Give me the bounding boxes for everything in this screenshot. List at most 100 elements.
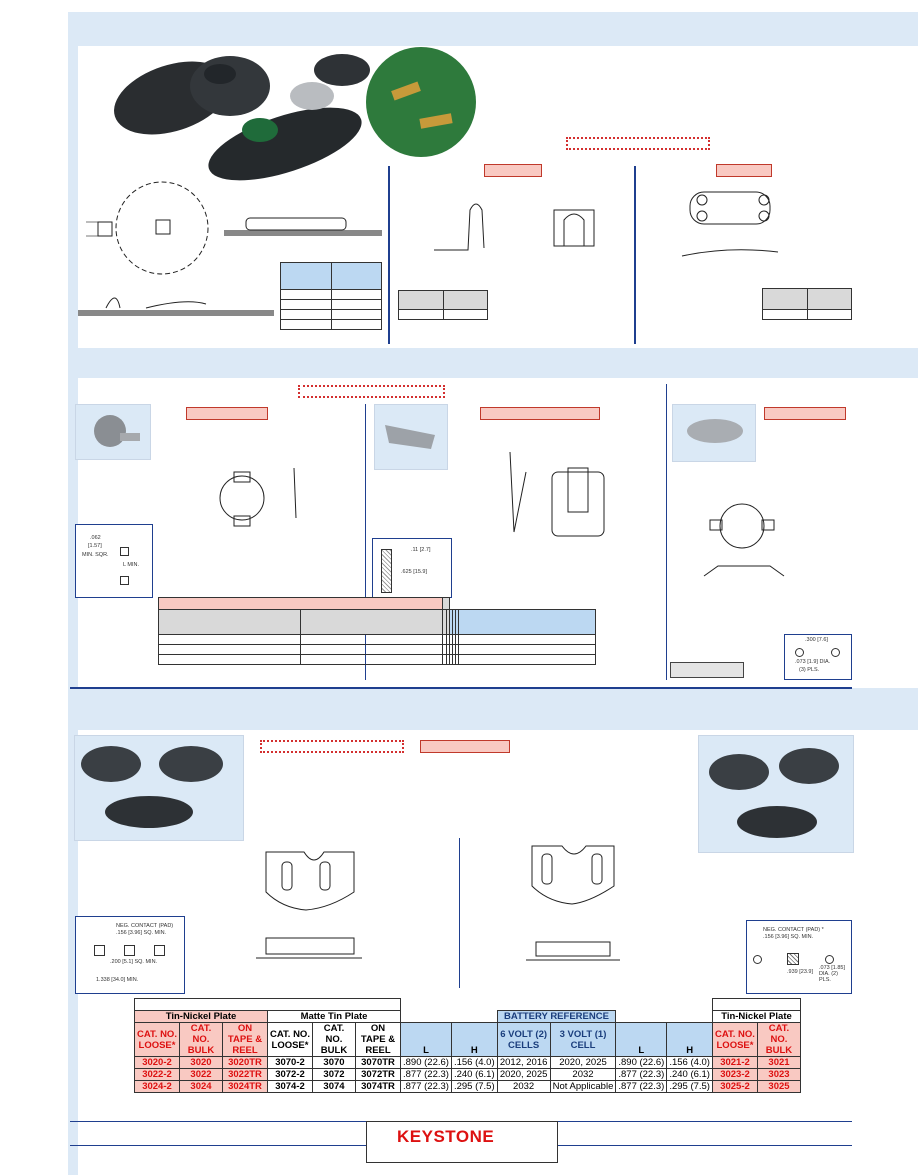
section-3-title-box — [260, 740, 404, 753]
pad-right-line2: .073 [1.9] DIA. — [795, 659, 831, 665]
cell: 3072-2 — [267, 1068, 313, 1081]
group-battery-ref: BATTERY REFERENCE — [496, 1010, 617, 1023]
s3-right-pad-line2: .156 [3.96] SQ. MIN. — [763, 934, 814, 940]
pad-left-line2: [1.57] — [88, 543, 102, 549]
group-tin-nickel: Tin-Nickel Plate — [134, 1010, 268, 1023]
hdr-H-2: H — [666, 1022, 713, 1057]
cell: .877 (22.3) — [400, 1068, 452, 1081]
table-row: 3020-2 3020 3020TR 3070-2 3070 3070TR .8… — [134, 1056, 801, 1069]
pad-mid-line2: .625 [15.9] — [401, 569, 427, 575]
spring-clip-photo — [374, 404, 448, 470]
section-2-heading-box-left — [186, 407, 268, 420]
battery-clip-drawing — [703, 503, 785, 577]
s3-right-pad-hole-2 — [825, 955, 834, 964]
s3-left-pad-square-1 — [94, 945, 105, 956]
group-tin-nickel-right: Tin-Nickel Plate — [711, 1010, 801, 1023]
cell: 2020, 2025 — [496, 1068, 551, 1081]
cell: .295 (7.5) — [666, 1080, 713, 1093]
cell: 3025 — [756, 1080, 801, 1093]
cell: .890 (22.6) — [400, 1056, 452, 1069]
battery-clip-image — [687, 419, 743, 443]
cell: .156 (4.0) — [450, 1056, 498, 1069]
hdr-L: L — [400, 1022, 452, 1057]
hdr-on-tape-2: ON TAPE & REEL — [355, 1022, 401, 1057]
hdr-H: H — [450, 1022, 498, 1057]
cell: 3024-2 — [134, 1080, 180, 1093]
hdr-cat-loose-2: CAT. NO. LOOSE* — [267, 1022, 313, 1057]
cell: 3023-2 — [711, 1068, 758, 1081]
pad-square-2 — [120, 576, 129, 585]
top-strip — [68, 12, 918, 38]
cell: Not Applicable — [549, 1080, 617, 1093]
section-2-grey-box — [670, 662, 744, 678]
cell: 2012, 2016 — [496, 1056, 551, 1069]
cell: 3070 — [312, 1056, 356, 1069]
section-2-spec-table — [157, 597, 596, 665]
cell: .156 (4.0) — [666, 1056, 713, 1069]
cell: 3074 — [312, 1080, 356, 1093]
coin-clip-drawing — [219, 467, 297, 527]
cell: 3070TR — [355, 1056, 401, 1069]
section-2-divider-1 — [365, 404, 366, 680]
table-header-row: CAT. NO. LOOSE* CAT. NO. BULK ON TAPE & … — [134, 1022, 801, 1057]
table-row: 3022-2 3022 3022TR 3072-2 3072 3072TR .8… — [134, 1068, 801, 1081]
section-1-heading-box-mid — [484, 164, 542, 177]
smt-holder-photo-left — [74, 735, 244, 841]
section-2-divider-2 — [666, 384, 667, 680]
cell: 3020TR — [222, 1056, 268, 1069]
cell: 3024 — [179, 1080, 223, 1093]
s3-left-pad-square-3 — [154, 945, 165, 956]
pad-diagram-left: .062 [1.57] MIN. SQR. L MIN. — [75, 524, 153, 598]
s3-right-pad-hole-1 — [753, 955, 762, 964]
pad-diagram-s3-left: NEG. CONTACT (PAD) .156 [3.96] SQ. MIN. … — [75, 916, 185, 994]
section-2-heading-box-mid — [480, 407, 600, 420]
cell: 2020, 2025 — [549, 1056, 617, 1069]
cell: 3020 — [179, 1056, 223, 1069]
pad-right-line1: .300 [7.6] — [805, 637, 828, 643]
s3-left-pad-square-2 — [124, 945, 135, 956]
spring-clip-drawing — [509, 451, 605, 537]
s3-right-pad-square — [787, 953, 799, 965]
s3-left-pad-line3: .200 [5.1] SQ. MIN. — [110, 959, 158, 965]
mid-contact-drawing — [434, 203, 595, 251]
s3-right-pad-line1: NEG. CONTACT (PAD) * — [763, 927, 824, 933]
pad-mid-rect — [381, 549, 392, 593]
pad-diagram-right: .300 [7.6] .073 [1.9] DIA. (3) PLS. — [784, 634, 852, 680]
cell: .240 (6.1) — [450, 1068, 498, 1081]
section-3-divider — [459, 838, 460, 988]
section-3-heading-box — [420, 740, 510, 753]
pad-left-line3: MIN. SQR. — [82, 552, 109, 558]
s3-left-pad-line2: .156 [3.96] SQ. MIN. — [116, 930, 167, 936]
pad-right-line3: (3) PLS. — [799, 667, 820, 673]
section-2-rule — [70, 687, 852, 689]
smt-holder-photo-right — [698, 735, 854, 853]
cell: .877 (22.3) — [615, 1068, 668, 1081]
cell: .877 (22.3) — [400, 1080, 452, 1093]
hdr-cat-bulk-2: CAT. NO. BULK — [312, 1022, 356, 1057]
section-1-divider-2 — [634, 166, 636, 344]
pad-layout-drawing — [78, 181, 382, 316]
table-row: 3024-2 3024 3024TR 3074-2 3074 3074TR .8… — [134, 1080, 801, 1093]
keystone-logo: KEYSTONE — [397, 1127, 495, 1146]
pad-diagram-mid: .11 [2.7] .625 [15.9] — [372, 538, 452, 598]
pcb-contact-photo — [366, 47, 476, 157]
cell: 3070-2 — [267, 1056, 313, 1069]
smt-holder-drawing-left — [256, 851, 362, 959]
section-2-heading-box-right — [764, 407, 846, 420]
section-1-spec-table-left — [280, 262, 382, 330]
spring-clip-image — [385, 425, 435, 449]
table-group-row: Tin-Nickel Plate Matte Tin Plate BATTERY… — [134, 1010, 801, 1023]
hdr-cat-bulk: CAT. NO. BULK — [179, 1022, 223, 1057]
cell: 3024TR — [222, 1080, 268, 1093]
smt-holder-drawing-right — [526, 845, 620, 961]
section-2-title-box — [298, 385, 445, 398]
group-matte-tin: Matte Tin Plate — [267, 1010, 401, 1023]
pad-left-line4: L MIN. — [123, 562, 139, 568]
footer-logo-box: KEYSTONE — [366, 1121, 558, 1163]
cell: 3021-2 — [711, 1056, 758, 1069]
section-1-title-box — [566, 137, 710, 150]
cell: 3022 — [179, 1068, 223, 1081]
table-spacer-row — [134, 998, 801, 1011]
cell: .240 (6.1) — [666, 1068, 713, 1081]
hdr-L-2: L — [615, 1022, 668, 1057]
